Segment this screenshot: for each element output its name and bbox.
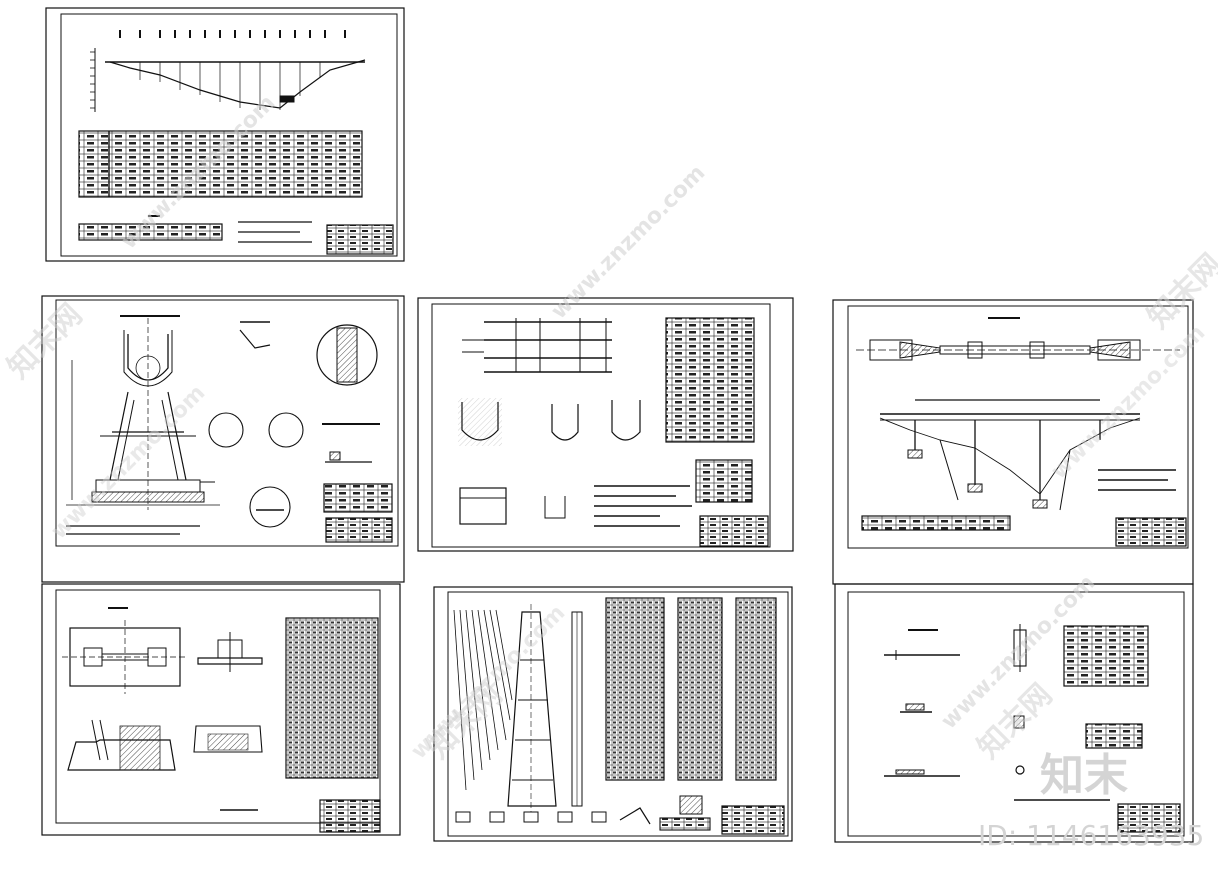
pier-elevation-sheet	[41, 295, 405, 583]
bar-detail-sheet	[834, 583, 1194, 843]
column-rebar-sheet	[433, 586, 793, 842]
brand-logo: 知末 ID: 1146163935	[978, 750, 1204, 852]
watermark-brand: 知末网	[1141, 247, 1218, 335]
railing-detail-sheet	[417, 297, 794, 552]
bridge-plan-elevation-sheet	[832, 299, 1194, 585]
watermark-url: www.znzmo.com	[547, 160, 711, 324]
longitudinal-profile-sheet	[45, 7, 405, 262]
foundation-detail-sheet	[41, 583, 401, 836]
watermark-brand: 知末网	[1, 297, 89, 385]
logo-text: 知末	[1040, 750, 1128, 801]
watermark-url: www.znzmo.com	[47, 380, 211, 544]
id-label: ID: 1146163935	[978, 819, 1204, 852]
